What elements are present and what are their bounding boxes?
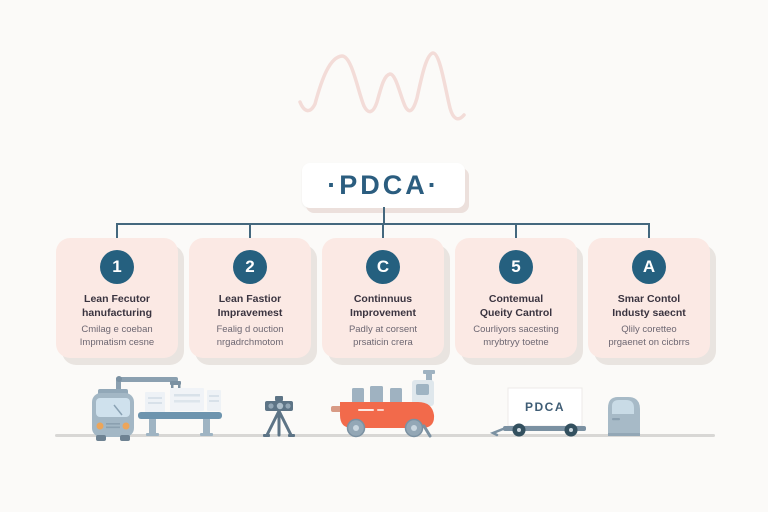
card-title: Smar Contol Industy saecnt	[612, 293, 686, 319]
connector-title-stem	[383, 207, 385, 224]
card-title: Continnuus Improvement	[350, 293, 416, 319]
pdca-trailer-icon: PDCA	[489, 387, 586, 437]
pdca-card-3: C Continnuus Improvement Padly at corsen…	[322, 238, 444, 358]
connector-drop-4	[515, 225, 517, 239]
connector-drop-3	[382, 225, 384, 239]
pdca-card-5: A Smar Contol Industy saecnt Qlily coret…	[588, 238, 710, 358]
step-badge: C	[366, 250, 400, 284]
delivery-van-icon	[92, 389, 134, 441]
card-subtitle: Cmilag e coeban Impmatism cesne	[79, 324, 155, 348]
card-title: Lean Fecutor hanufacturing	[82, 293, 152, 319]
workbench-icon	[138, 388, 222, 436]
step-badge: 1	[100, 250, 134, 284]
pdca-title-card: ·PDCA·	[302, 163, 465, 208]
card-subtitle: Qlily coretteo prgaenet on cicbrrs	[608, 324, 690, 348]
step-badge: 2	[233, 250, 267, 284]
card-subtitle: Courliyors sacesting mrybtryy toetne	[473, 324, 559, 348]
connector-drop-5	[648, 225, 650, 239]
card-subtitle: Fealig d ouction nrgadrchmotom	[216, 324, 284, 348]
trailer-label: PDCA	[525, 400, 565, 414]
card-title: Contemual Queity Cantrol	[479, 293, 553, 319]
ground-line	[55, 434, 715, 437]
wave-decoration-icon	[298, 51, 466, 121]
factory-illustration-strip: PDCA	[55, 370, 715, 441]
pdca-title: ·PDCA·	[327, 170, 440, 200]
card-subtitle: Padly at corsent prsaticin crera	[348, 324, 418, 348]
pdca-card-2: 2 Lean Fastior Impravemest Fealig d ouct…	[189, 238, 311, 358]
pdca-card-1: 1 Lean Fecutor hanufacturing Cmilag e co…	[56, 238, 178, 358]
card-title: Lean Fastior Impravemest	[217, 293, 283, 319]
connector-drop-2	[249, 225, 251, 239]
pdca-card-4: 5 Contemual Queity Cantrol Courliyors sa…	[455, 238, 577, 358]
step-badge: A	[632, 250, 666, 284]
factory-truck-icon	[331, 370, 435, 438]
connector-drop-1	[116, 225, 118, 239]
step-badge: 5	[499, 250, 533, 284]
connector-horizontal	[116, 223, 650, 225]
tripod-camera-icon	[263, 396, 295, 437]
van-cab-icon	[608, 397, 640, 436]
